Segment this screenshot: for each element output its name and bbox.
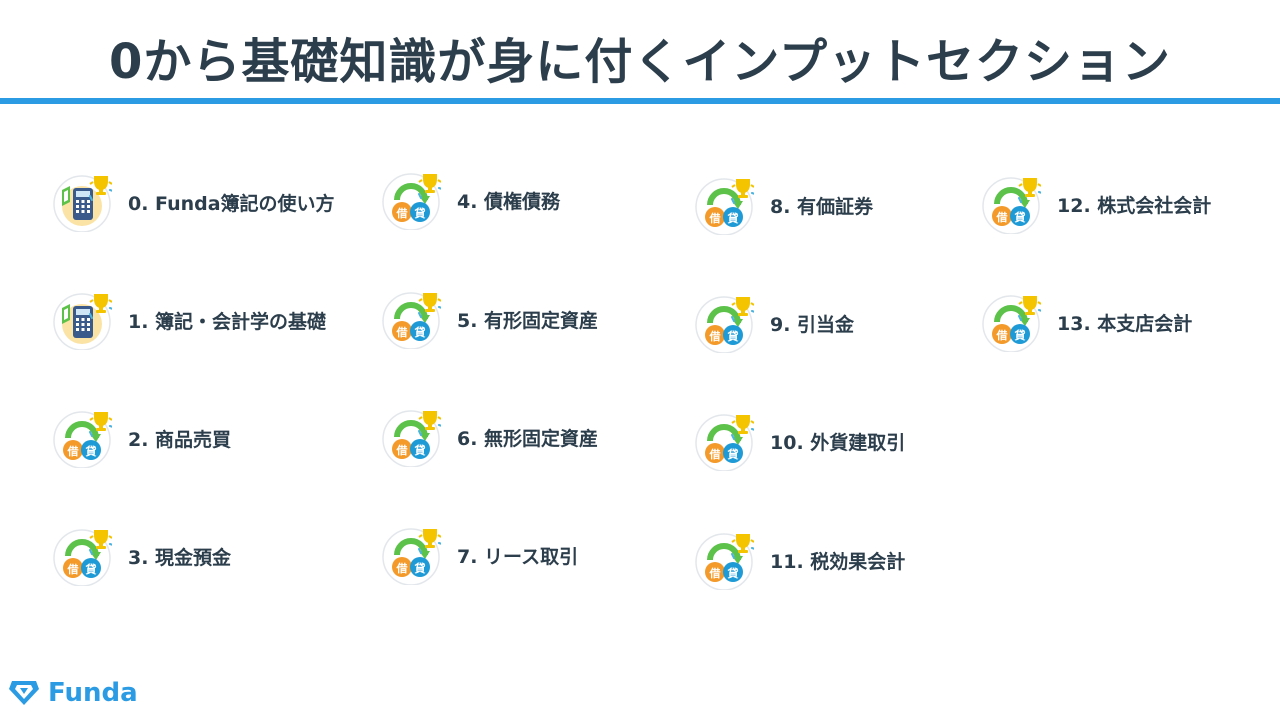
svg-text:借: 借 [396,325,408,339]
svg-text:借: 借 [67,444,79,458]
svg-text:借: 借 [996,210,1008,224]
trophy-icon [89,294,112,319]
funda-logo[interactable]: Funda [8,678,138,708]
section-item-1[interactable]: 1. 簿記・会計学の基礎 [52,290,326,350]
diamond-logo-icon [9,681,39,705]
section-label: 9. 引当金 [770,313,855,336]
section-label: 4. 債権債務 [457,190,561,213]
calculator-icon [52,290,112,350]
section-item-7[interactable]: 借 貸 7. リース取引 [381,525,578,585]
section-label: 2. 商品売買 [128,428,232,451]
debit-credit-icon: 借 貸 [981,174,1041,234]
svg-text:借: 借 [709,566,721,580]
svg-text:借: 借 [396,206,408,220]
section-item-6[interactable]: 借 貸 6. 無形固定資産 [381,407,598,467]
trophy-icon [89,412,112,437]
page-title: 0から基礎知識が身に付くインプットセクション [109,34,1171,90]
section-label: 0. Funda簿記の使い方 [128,192,335,215]
section-item-5[interactable]: 借 貸 5. 有形固定資産 [381,289,598,349]
section-label: 3. 現金預金 [128,546,232,569]
section-label: 6. 無形固定資産 [457,427,599,450]
svg-text:貸: 貸 [727,329,739,343]
svg-text:貸: 貸 [414,561,426,575]
svg-text:借: 借 [996,328,1008,342]
title-divider [0,98,1280,104]
svg-text:貸: 貸 [85,444,97,458]
logo-text: Funda [48,678,138,708]
trophy-icon [418,529,441,554]
svg-text:貸: 貸 [1014,210,1026,224]
svg-text:借: 借 [396,443,408,457]
section-item-9[interactable]: 借 貸 9. 引当金 [694,293,854,353]
svg-text:借: 借 [709,329,721,343]
trophy-icon [731,415,754,440]
section-label: 11. 税効果会計 [770,550,906,573]
debit-credit-icon: 借 貸 [694,175,754,235]
svg-text:貸: 貸 [1014,328,1026,342]
svg-text:貸: 貸 [414,325,426,339]
section-item-11[interactable]: 借 貸 11. 税効果会計 [694,530,905,590]
trophy-icon [89,176,112,201]
trophy-icon [731,179,754,204]
trophy-icon [418,293,441,318]
svg-text:貸: 貸 [727,447,739,461]
trophy-icon [731,534,754,559]
section-label: 5. 有形固定資産 [457,309,599,332]
section-item-10[interactable]: 借 貸 10. 外貨建取引 [694,411,905,471]
svg-text:借: 借 [396,561,408,575]
debit-credit-icon: 借 貸 [52,526,112,586]
trophy-icon [418,174,441,199]
section-item-0[interactable]: 0. Funda簿記の使い方 [52,172,335,232]
debit-credit-icon: 借 貸 [981,292,1041,352]
section-item-4[interactable]: 借 貸 4. 債権債務 [381,170,560,230]
debit-credit-icon: 借 貸 [52,408,112,468]
calculator-icon [52,172,112,232]
section-item-12[interactable]: 借 貸 12. 株式会社会計 [981,174,1211,234]
trophy-icon [731,297,754,322]
trophy-icon [1018,296,1041,321]
trophy-icon [1018,178,1041,203]
section-item-8[interactable]: 借 貸 8. 有価証券 [694,175,873,235]
svg-text:借: 借 [709,211,721,225]
section-item-13[interactable]: 借 貸 13. 本支店会計 [981,292,1192,352]
section-label: 7. リース取引 [457,545,579,568]
svg-text:借: 借 [709,447,721,461]
section-label: 12. 株式会社会計 [1057,194,1212,217]
trophy-icon [418,411,441,436]
section-item-2[interactable]: 借 貸 2. 商品売買 [52,408,231,468]
svg-text:貸: 貸 [727,566,739,580]
svg-text:貸: 貸 [85,562,97,576]
svg-text:貸: 貸 [727,211,739,225]
section-label: 1. 簿記・会計学の基礎 [128,310,327,333]
trophy-icon [89,530,112,555]
debit-credit-icon: 借 貸 [694,293,754,353]
debit-credit-icon: 借 貸 [694,530,754,590]
section-label: 13. 本支店会計 [1057,312,1193,335]
debit-credit-icon: 借 貸 [381,170,441,230]
section-item-3[interactable]: 借 貸 3. 現金預金 [52,526,231,586]
svg-text:貸: 貸 [414,206,426,220]
debit-credit-icon: 借 貸 [694,411,754,471]
svg-text:借: 借 [67,562,79,576]
debit-credit-icon: 借 貸 [381,407,441,467]
section-label: 10. 外貨建取引 [770,431,906,454]
svg-text:貸: 貸 [414,443,426,457]
debit-credit-icon: 借 貸 [381,525,441,585]
debit-credit-icon: 借 貸 [381,289,441,349]
section-label: 8. 有価証券 [770,195,874,218]
